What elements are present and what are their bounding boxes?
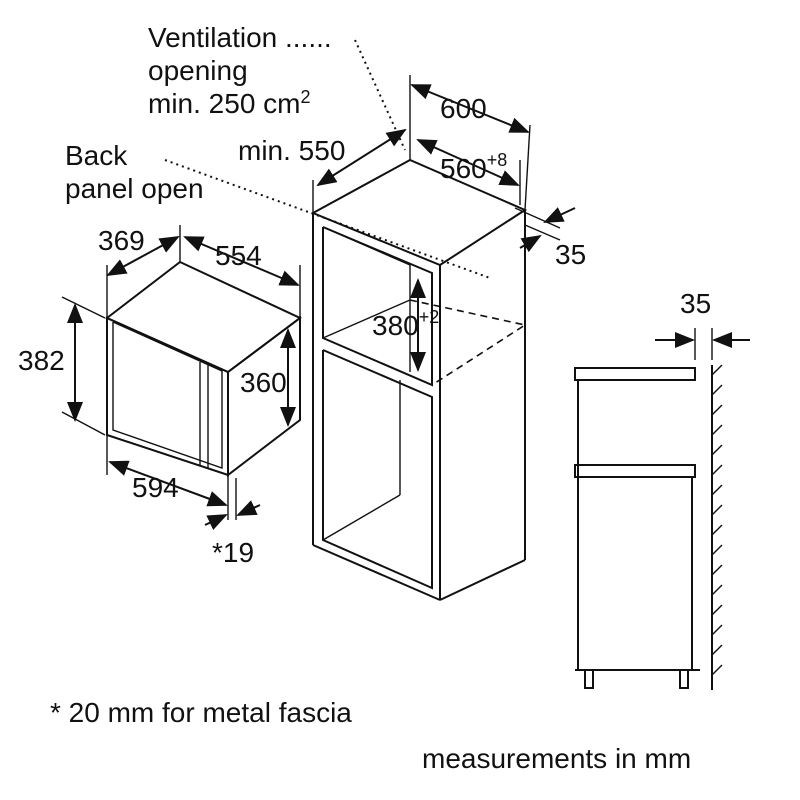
min-area-text: min. 250 cm [148,88,301,119]
height-380-sup: +2 [419,307,440,327]
width-560-label: 560+8 [440,150,507,184]
min-550-label: min. 550 [238,135,345,166]
side-view-drawing [574,328,750,690]
width-554-label: 554 [215,240,262,271]
width-600-label: 600 [440,93,487,124]
side-35-label: 35 [680,288,711,319]
height-382-label: 382 [18,345,65,376]
width-560-text: 560 [440,153,487,184]
depth-369-label: 369 [98,225,145,256]
width-594-label: 594 [132,472,179,503]
microwave-drawing [61,225,302,530]
back-label: Back [65,140,128,171]
min-area-label: min. 250 cm2 [148,87,311,119]
width-560-sup: +8 [487,150,508,170]
min-area-sup: 2 [301,87,311,107]
footnote: * 20 mm for metal fascia [50,697,352,728]
height-380-text: 380 [372,310,419,341]
ventilation-label: Ventilation ...... [148,22,332,53]
cabinet-drawing [164,39,576,601]
units-note: measurements in mm [422,743,691,774]
depth-35-label: 35 [555,239,586,270]
opening-label: opening [148,55,248,86]
panel-open-label: panel open [65,173,204,204]
height-380-label: 380+2 [372,307,439,341]
fascia-19-label: *19 [212,537,254,568]
height-360-label: 360 [240,367,287,398]
